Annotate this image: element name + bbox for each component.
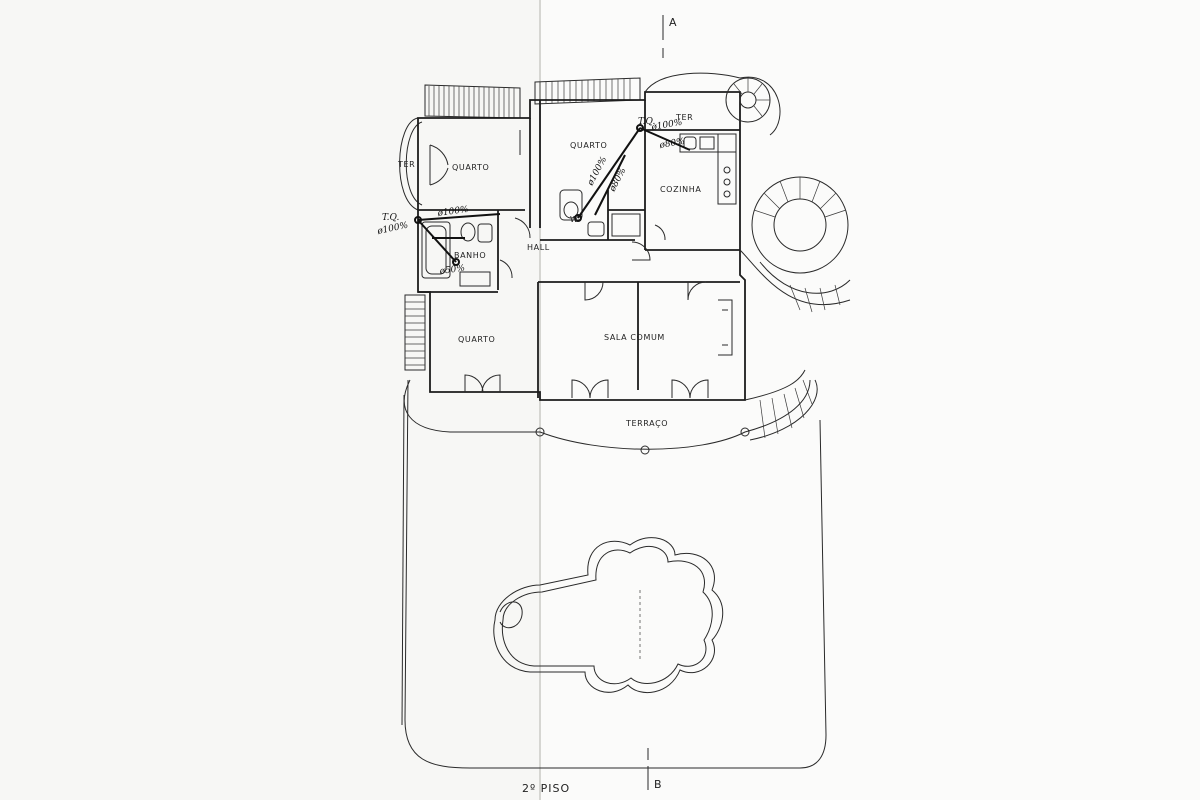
label-cozinha: COZINHA: [660, 185, 701, 194]
section-line: [647, 15, 664, 790]
paper-sheet-left: [0, 0, 540, 800]
curved-stair-bottom-right: [744, 369, 818, 441]
note-tq-right: T.Q.: [638, 117, 655, 127]
note-pipe-100-a: ø100%: [436, 205, 469, 219]
label-quarto-3: QUARTO: [458, 335, 495, 344]
label-banho: BANHO: [454, 251, 486, 260]
section-mark-a: A: [669, 16, 678, 29]
floor-label: 2º PISO: [522, 782, 570, 795]
note-pipe-100-c: ø100%: [585, 155, 609, 188]
terrace-edge: [403, 379, 811, 450]
door-swings: [429, 130, 709, 399]
section-mark-b: B: [654, 778, 663, 791]
label-ter-top: TER: [675, 113, 693, 122]
garden-boundary: [404, 379, 827, 769]
hatched-stair-left: [404, 294, 426, 371]
note-pipe-80-a: ø80%: [658, 137, 686, 151]
pipe-annotations: [414, 124, 691, 266]
label-hall: HALL: [527, 243, 550, 252]
terrace-left-bay: [399, 117, 419, 211]
label-quarto-2: QUARTO: [570, 141, 607, 150]
note-pipe-50: ø50%: [438, 264, 466, 278]
swimming-pool: [493, 537, 724, 693]
label-ter-left: TER: [397, 160, 415, 169]
kitchen-fixtures: [679, 133, 737, 356]
label-terraco: TERRAÇO: [625, 419, 668, 428]
note-tq-left: T.Q.: [382, 213, 399, 223]
spiral-stair-right: [739, 176, 851, 313]
building-walls: [417, 91, 746, 401]
label-wc: W: [570, 215, 579, 224]
hatched-terrace-top-left: [424, 84, 521, 119]
label-sala-comum: SALA COMUM: [604, 333, 665, 342]
spiral-stair-top: [644, 72, 781, 136]
note-tq-left-dia: ø100%: [376, 221, 410, 237]
label-quarto-1: QUARTO: [452, 163, 489, 172]
bathroom-fixtures: [421, 189, 641, 287]
